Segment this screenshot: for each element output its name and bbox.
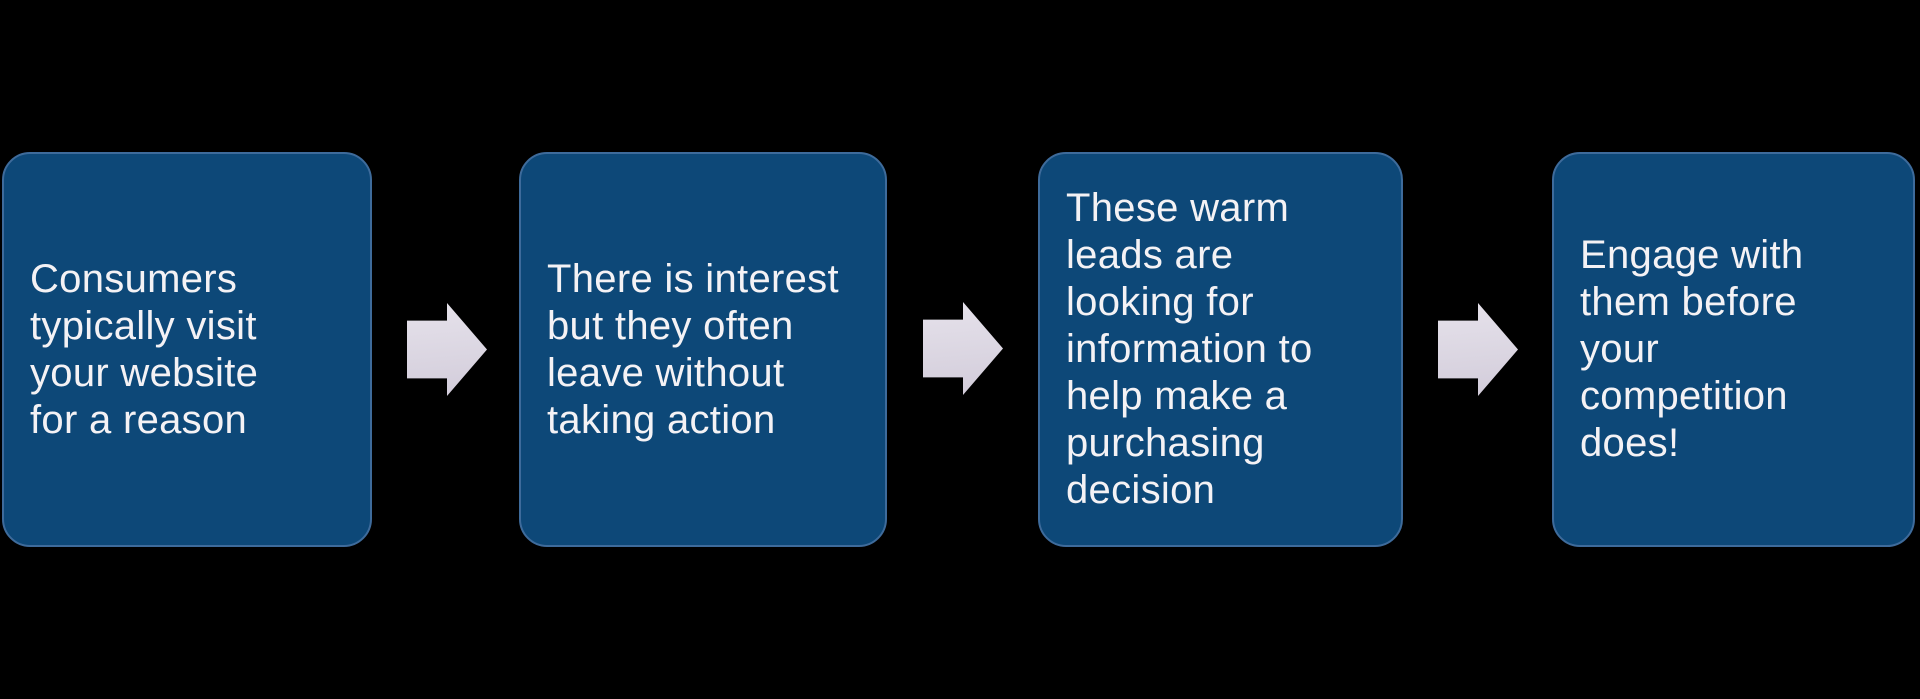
step-text-4: Engage with them before your competition… (1580, 233, 1804, 465)
step-box-2: There is interest but they often leave w… (519, 152, 887, 547)
step-text-1: Consumers typically visit your website f… (30, 256, 259, 442)
step-box-1: Consumers typically visit your website f… (2, 152, 372, 547)
step-text-3: These warm leads are looking for informa… (1066, 186, 1313, 512)
step-box-3: These warm leads are looking for informa… (1038, 152, 1403, 547)
arrow-right-icon (1438, 303, 1518, 396)
arrow-right-icon (923, 302, 1003, 395)
step-box-4: Engage with them before your competition… (1552, 152, 1915, 547)
arrow-right-icon (407, 303, 487, 396)
step-text-2: There is interest but they often leave w… (547, 256, 839, 442)
